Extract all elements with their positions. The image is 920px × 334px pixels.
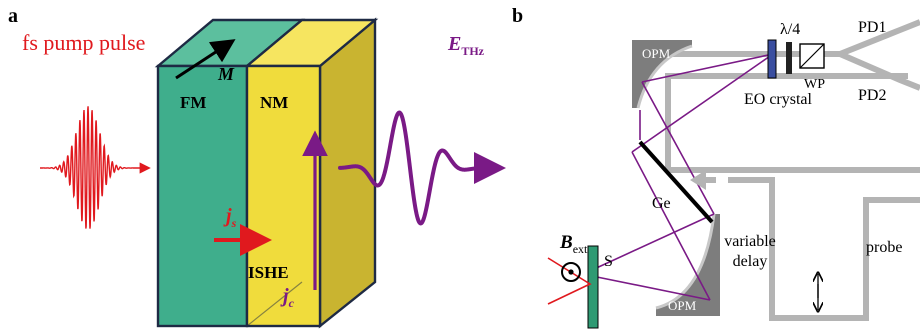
- pd2-label: PD2: [858, 87, 886, 104]
- wp-label: WP: [804, 77, 825, 92]
- pump-pulse-waveform: [40, 106, 151, 229]
- fm-label: FM: [180, 93, 206, 112]
- probe-direction-arrow: [690, 170, 706, 190]
- variable-delay-label-1: variable: [724, 233, 776, 250]
- thz-waveform: [338, 110, 478, 226]
- interface-edge: [246, 281, 303, 327]
- opm-top-label: OPM: [642, 46, 671, 61]
- thz-beam-path: [591, 53, 774, 301]
- opm-bottom: [656, 214, 720, 316]
- pump-beam-on-sample: [547, 257, 592, 305]
- opm-bottom-label: OPM: [668, 298, 697, 313]
- pump-label: fs pump pulse: [22, 30, 145, 55]
- probe-beam-upper: [665, 73, 920, 173]
- probe-label: probe: [866, 239, 902, 256]
- ge-window: [638, 140, 714, 224]
- pd1-label: PD1: [858, 19, 886, 36]
- quarter-wave-plate: [786, 42, 792, 74]
- eo-crystal: [767, 39, 777, 79]
- beam-to-pd2: [838, 51, 920, 91]
- beam-to-pd1: [838, 19, 920, 57]
- bext-label: Bext: [559, 232, 588, 256]
- magnetization-arrow: [175, 39, 236, 80]
- sample-label: S: [604, 253, 613, 270]
- variable-delay-label-2: delay: [733, 253, 768, 270]
- thz-field-label: ETHz: [447, 33, 485, 58]
- delay-line-beam: [728, 177, 920, 321]
- panel-a-label: a: [8, 5, 18, 27]
- ishe-label: ISHE: [248, 263, 289, 282]
- opm-top: [632, 40, 692, 108]
- bext-out-of-plane-icon: [561, 262, 581, 282]
- panel-b: b OPM OPM Ge S Bext: [512, 5, 920, 329]
- spin-current-label: js: [223, 205, 237, 230]
- nm-layer: [245, 64, 322, 328]
- quarter-wave-label: λ/4: [780, 21, 800, 38]
- panel-b-label: b: [512, 5, 523, 27]
- panel-a: a fs pump pulse M FM NM js ISHE jc ETHz: [8, 5, 506, 329]
- nm-label: NM: [260, 93, 288, 112]
- charge-current-label: jc: [280, 285, 295, 310]
- magnetization-label: M: [217, 64, 235, 84]
- ge-label: Ge: [652, 195, 671, 212]
- sample: [587, 245, 599, 329]
- eo-crystal-label: EO crystal: [744, 91, 813, 108]
